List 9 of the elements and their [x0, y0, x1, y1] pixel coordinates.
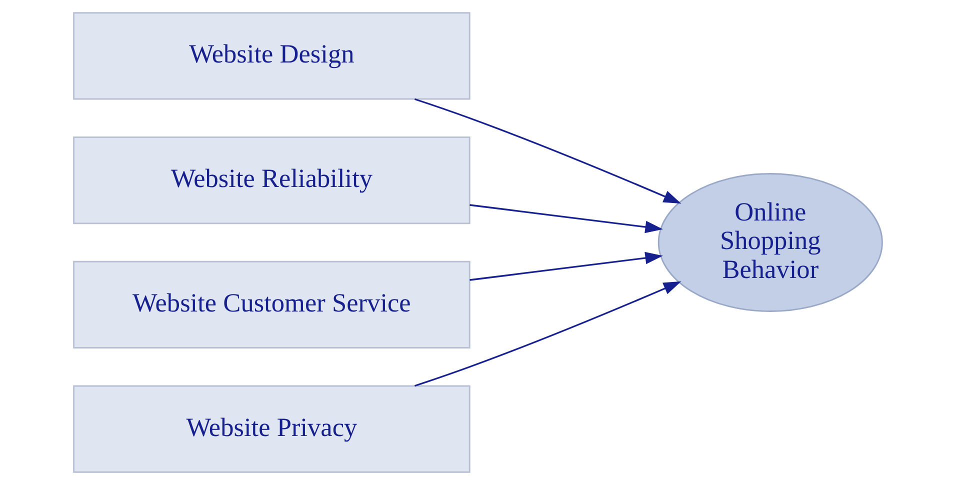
node-box: Website Reliability	[73, 136, 470, 224]
arrow	[414, 281, 682, 387]
arrow	[470, 252, 663, 281]
node-box: Website Privacy	[73, 385, 470, 473]
node-ellipse: Online Shopping Behavior	[658, 173, 883, 312]
arrow	[470, 204, 663, 234]
arrow	[414, 98, 682, 204]
node-box: Website Customer Service	[73, 260, 470, 348]
node-box: Website Design	[73, 12, 470, 100]
